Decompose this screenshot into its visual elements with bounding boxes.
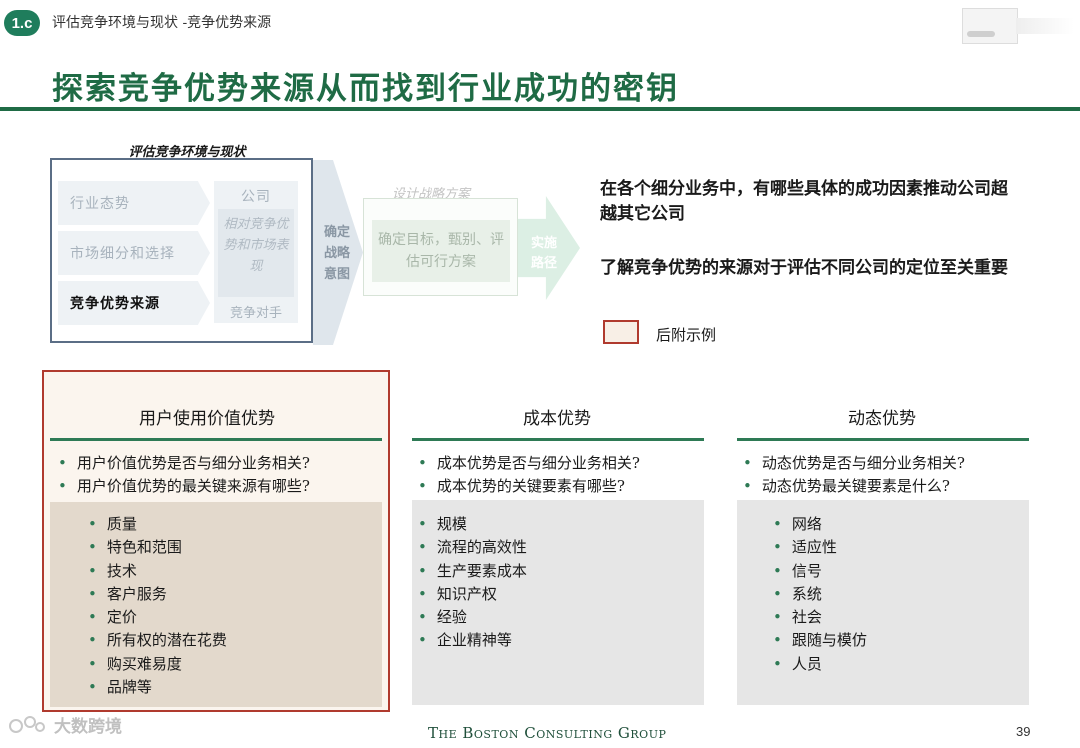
column-divider bbox=[412, 438, 704, 441]
watermark-logo-icon bbox=[8, 714, 48, 736]
question-item: 用户价值优势的最关键来源有哪些? bbox=[58, 475, 310, 498]
question-item: 动态优势是否与细分业务相关? bbox=[743, 452, 965, 475]
list-item: 跟随与模仿 bbox=[773, 629, 867, 652]
key-question-1: 在各个细分业务中，有哪些具体的成功因素推动公司超越其它公司 bbox=[600, 177, 1020, 227]
footer-brand: The Boston Consulting Group bbox=[428, 724, 666, 742]
legend-swatch bbox=[603, 320, 639, 344]
breadcrumb: 评估竞争环境与现状 -竞争优势来源 bbox=[52, 12, 271, 32]
dynamic-advantage-list: 网络 适应性 信号 系统 社会 跟随与模仿 人员 bbox=[773, 513, 867, 676]
legend-label: 后附示例 bbox=[656, 324, 716, 345]
list-item: 质量 bbox=[88, 513, 227, 536]
page-number: 39 bbox=[1016, 724, 1030, 739]
implementation-label: 实施路径 bbox=[526, 234, 562, 274]
list-item: 客户服务 bbox=[88, 583, 227, 606]
question-item: 用户价值优势是否与细分业务相关? bbox=[58, 452, 310, 475]
list-item: 系统 bbox=[773, 583, 867, 606]
list-item: 经验 bbox=[418, 606, 527, 629]
list-item: 企业精神等 bbox=[418, 629, 527, 652]
competitor-label: 竞争对手 bbox=[214, 302, 298, 321]
step-industry: 行业态势 bbox=[58, 181, 210, 225]
step-market-segmentation: 市场细分和选择 bbox=[58, 231, 210, 275]
page-title: 探索竞争优势来源从而找到行业成功的密钥 bbox=[52, 63, 679, 108]
user-value-questions: 用户价值优势是否与细分业务相关? 用户价值优势的最关键来源有哪些? bbox=[58, 452, 310, 498]
question-item: 成本优势是否与细分业务相关? bbox=[418, 452, 640, 475]
decorative-fade bbox=[1016, 18, 1074, 34]
assessment-label: 评估竞争环境与现状 bbox=[112, 145, 262, 161]
list-item: 流程的高效性 bbox=[418, 536, 527, 559]
watermark: 大数跨境 bbox=[8, 712, 122, 737]
list-item: 定价 bbox=[88, 606, 227, 629]
list-item: 适应性 bbox=[773, 536, 867, 559]
cost-advantage-list: 规模 流程的高效性 生产要素成本 知识产权 经验 企业精神等 bbox=[418, 513, 527, 653]
list-item: 所有权的潜在花费 bbox=[88, 629, 227, 652]
slide-thumbnail-placeholder bbox=[962, 8, 1018, 44]
relative-advantage-label: 相对竞争优势和市场表现 bbox=[218, 209, 294, 297]
list-item: 知识产权 bbox=[418, 583, 527, 606]
user-value-list: 质量 特色和范围 技术 客户服务 定价 所有权的潜在花费 购买难易度 品牌等 bbox=[88, 513, 227, 699]
list-item: 规模 bbox=[418, 513, 527, 536]
key-question-2: 了解竞争优势的来源对于评估不同公司的定位至关重要 bbox=[600, 256, 1020, 281]
step-competitive-advantage: 竞争优势来源 bbox=[58, 281, 210, 325]
column-divider bbox=[737, 438, 1029, 441]
list-item: 信号 bbox=[773, 560, 867, 583]
column-divider bbox=[50, 438, 382, 441]
dynamic-advantage-title: 动态优势 bbox=[737, 404, 1027, 429]
section-badge: 1.c bbox=[4, 10, 40, 36]
strategic-intent-label: 确定战略意图 bbox=[322, 222, 352, 285]
company-label: 公司 bbox=[214, 186, 298, 206]
user-value-title: 用户使用价值优势 bbox=[62, 404, 352, 429]
cost-advantage-title: 成本优势 bbox=[412, 404, 702, 429]
dynamic-advantage-questions: 动态优势是否与细分业务相关? 动态优势最关键要素是什么? bbox=[743, 452, 965, 498]
list-item: 生产要素成本 bbox=[418, 560, 527, 583]
question-item: 动态优势最关键要素是什么? bbox=[743, 475, 965, 498]
list-item: 品牌等 bbox=[88, 676, 227, 699]
list-item: 社会 bbox=[773, 606, 867, 629]
cost-advantage-questions: 成本优势是否与细分业务相关? 成本优势的关键要素有哪些? bbox=[418, 452, 640, 498]
list-item: 技术 bbox=[88, 560, 227, 583]
watermark-text: 大数跨境 bbox=[54, 712, 122, 737]
list-item: 特色和范围 bbox=[88, 536, 227, 559]
title-divider bbox=[0, 107, 1080, 111]
design-strategy-content: 确定目标，甄别、评估可行方案 bbox=[372, 220, 510, 282]
question-item: 成本优势的关键要素有哪些? bbox=[418, 475, 640, 498]
list-item: 购买难易度 bbox=[88, 653, 227, 676]
list-item: 网络 bbox=[773, 513, 867, 536]
list-item: 人员 bbox=[773, 653, 867, 676]
